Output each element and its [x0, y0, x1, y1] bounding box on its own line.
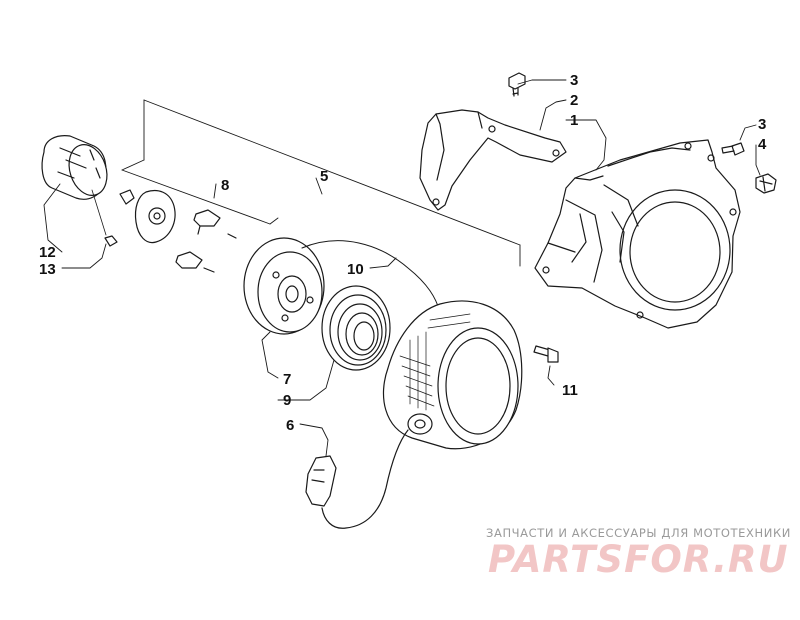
callout-labels: 3 2 1 3 4 5 8 12 13 10 7 9 11 6: [39, 72, 767, 434]
leader-lines: [43, 79, 761, 457]
watermark-logo: PARTSFOR.RU: [488, 538, 789, 581]
callout-5: 5: [320, 168, 328, 185]
callout-6: 6: [286, 417, 294, 434]
callout-8: 8: [221, 177, 229, 194]
clip-nut: [755, 173, 777, 194]
callout-3-right: 3: [758, 116, 766, 133]
callout-9: 9: [283, 392, 291, 409]
callout-7: 7: [283, 371, 291, 388]
recoil-spring: [321, 285, 391, 371]
group-bracket-lines: [121, 99, 521, 267]
mounting-bracket: [419, 109, 567, 211]
callout-3: 3: [570, 72, 578, 89]
starter-reel: [243, 237, 325, 335]
housing-bolt: [533, 345, 559, 363]
callout-10: 10: [347, 261, 364, 278]
fan-housing: [534, 139, 741, 329]
watermark-tagline: ЗАПЧАСТИ И АКСЕССУАРЫ ДЛЯ МОТОТЕХНИКИ: [486, 526, 791, 540]
callout-4: 4: [758, 136, 767, 153]
callout-12: 12: [39, 244, 56, 261]
starter-cup: [41, 135, 108, 200]
ratchet-assembly: [119, 189, 237, 273]
callout-2: 2: [570, 92, 578, 109]
bolt-top: [508, 72, 526, 97]
callout-13: 13: [39, 261, 56, 278]
cup-screw: [91, 189, 118, 247]
bolt-right: [721, 142, 745, 156]
callout-1: 1: [570, 112, 578, 129]
starter-handle: [305, 429, 409, 529]
starter-housing: [382, 300, 523, 450]
starter-rope: [301, 240, 441, 313]
callout-11: 11: [562, 382, 578, 399]
